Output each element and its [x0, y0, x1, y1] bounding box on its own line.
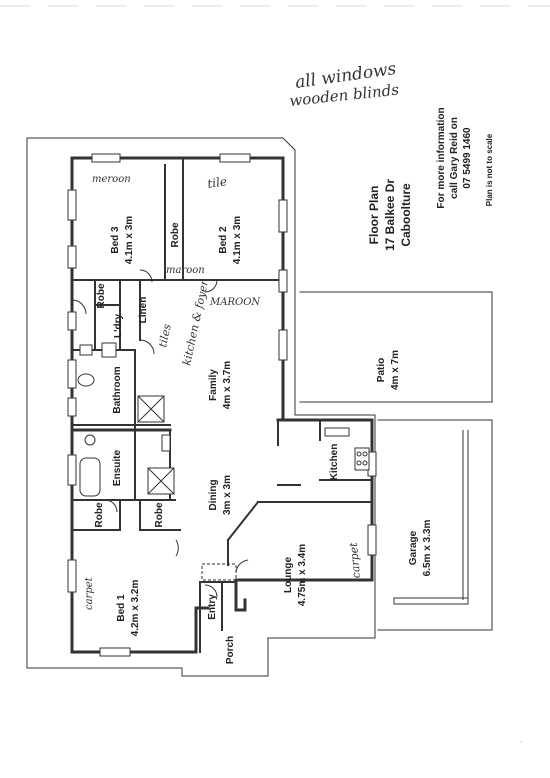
bed3-size: 4.1m x 3m — [124, 216, 135, 264]
robe-top-label: Robe — [170, 222, 181, 247]
robe-bed1a-label: Robe — [94, 502, 105, 527]
hand-bed2-floor: tile — [206, 174, 227, 191]
hand-bed1-note: carpet — [84, 576, 95, 610]
garage-size: 6.5m x 3.3m — [422, 520, 433, 577]
windows — [67, 153, 377, 657]
hand-family-note1: tiles — [156, 322, 174, 348]
door-swings — [71, 269, 249, 598]
scan-mark: , — [520, 735, 522, 744]
hand-bed3-floor: meroon — [92, 174, 131, 185]
bed2-label: Bed 2 — [218, 226, 229, 254]
kitchen-label: Kitchen — [329, 444, 340, 481]
garage-outline — [377, 419, 493, 631]
scale-note: Plan is not to scale — [485, 133, 494, 206]
lounge-label: Lounge — [283, 557, 294, 594]
internal-walls — [71, 157, 373, 653]
house-outline — [26, 137, 376, 677]
linen-label: Linen — [138, 297, 149, 324]
title-block: Floor Plan 17 Balkee Dr Caboolture For m… — [367, 107, 494, 251]
patio-size: 4m x 7m — [390, 350, 401, 390]
porch-label: Porch — [225, 636, 236, 664]
handwritten-annotations: all windows wooden blinds meroon tile ma… — [84, 59, 400, 610]
hand-lounge-note: carpet — [347, 541, 363, 579]
address-line1: 17 Balkee Dr — [383, 179, 397, 251]
room-labels: Bed 3 4.1m x 3m Robe Bed 2 4.1m x 3m Rob… — [94, 216, 433, 664]
dining-label: Dining — [208, 479, 219, 510]
robe-left-label: Robe — [96, 283, 107, 308]
dining-size: 3m x 3m — [222, 475, 233, 515]
info-line2: call Gary Reid on — [449, 117, 460, 199]
ensuite-label: Ensuite — [112, 450, 123, 487]
garage-door — [393, 597, 469, 605]
lounge-size: 4.75m x 3.4m — [297, 544, 308, 606]
bed1-size: 4.2m x 3.2m — [130, 580, 141, 637]
bed2-size: 4.1m x 3m — [232, 216, 243, 264]
address-line2: Caboolture — [399, 183, 413, 247]
bathroom-label: Bathroom — [112, 366, 123, 413]
family-label: Family — [208, 369, 219, 401]
info-phone: 07 5499 1460 — [462, 127, 473, 189]
entry-label: Entry — [207, 594, 218, 620]
bed3-label: Bed 3 — [110, 226, 121, 254]
hand-bed3-door: maroon — [166, 265, 205, 276]
info-line1: For more information — [436, 107, 447, 208]
hand-bed2-door: MAROON — [209, 297, 261, 308]
family-size: 4m x 3.7m — [222, 361, 233, 409]
patio-outline — [299, 291, 493, 403]
hand-family-note2: kitchen & foyer — [180, 278, 211, 366]
bed1-label: Bed 1 — [116, 594, 127, 622]
laundry-label: L'dry — [113, 314, 124, 338]
patio-label: Patio — [376, 358, 387, 382]
robe-bed1b-label: Robe — [154, 502, 165, 527]
entry-door-dash — [201, 563, 237, 581]
plan-title: Floor Plan — [367, 186, 381, 245]
garage-label: Garage — [408, 530, 419, 565]
fixtures — [77, 342, 370, 497]
